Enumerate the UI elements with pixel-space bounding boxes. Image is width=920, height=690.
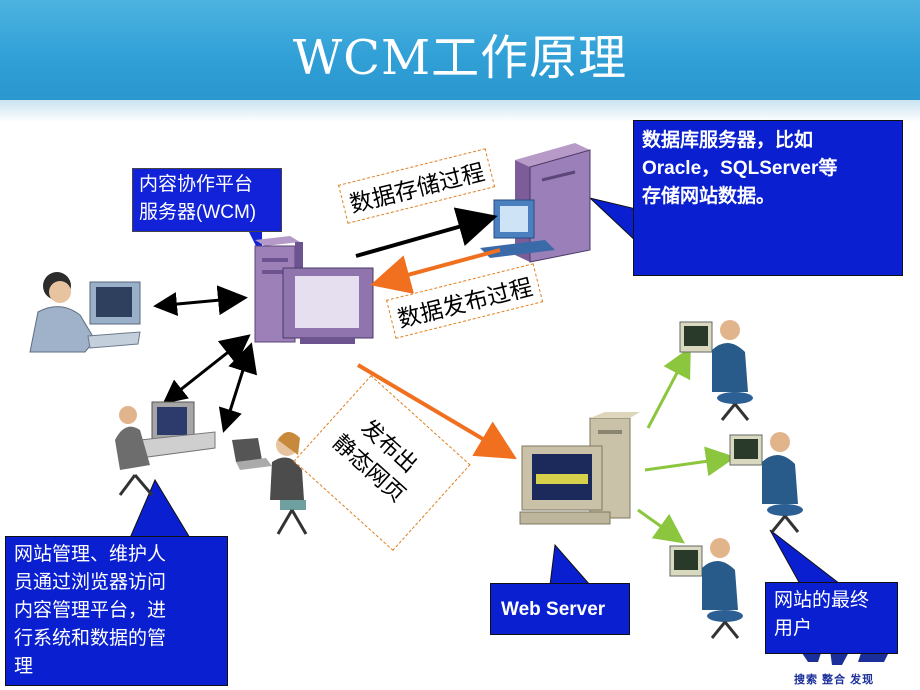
db-server-callout: 数据库服务器，比如 Oracle，SQLServer等 存储网站数据。 bbox=[633, 120, 903, 276]
admin-callout-line-3: 内容管理平台，进 bbox=[14, 600, 167, 621]
users-callout-line-1: 网站的最终 bbox=[774, 590, 870, 611]
admin-callout-tail bbox=[129, 478, 191, 539]
link-enduser-2 bbox=[644, 446, 736, 477]
link-enduser-3 bbox=[637, 508, 685, 544]
end-user-1-icon bbox=[679, 320, 753, 421]
db-callout-line-3: 存储网站数据。 bbox=[642, 186, 776, 207]
link-user1 bbox=[153, 285, 248, 317]
wcm-callout-line-1: 内容协作平台 bbox=[139, 174, 254, 195]
admin-callout-line-2: 员通过浏览器访问 bbox=[14, 572, 167, 593]
header-shadow bbox=[0, 100, 920, 122]
link-user2 bbox=[162, 334, 251, 404]
end-user-3-icon bbox=[669, 538, 743, 639]
web-server-callout: Web Server bbox=[490, 583, 630, 635]
link-user3 bbox=[218, 342, 258, 433]
users-callout-line-2: 用户 bbox=[774, 618, 813, 639]
end-users-callout: 网站的最终 用户 bbox=[765, 582, 898, 654]
wcm-server-icon bbox=[254, 236, 374, 344]
headset-operator-icon bbox=[29, 272, 141, 353]
static-publish-arrow bbox=[356, 363, 517, 460]
laptop-user-icon bbox=[232, 431, 308, 535]
db-callout-line-1: 数据库服务器，比如 bbox=[642, 130, 814, 151]
store-arrow bbox=[355, 207, 498, 258]
admin-callout-line-4: 行系统和数据的管 bbox=[14, 628, 167, 649]
database-server-icon bbox=[480, 143, 591, 263]
wcm-callout-line-2: 服务器(WCM) bbox=[139, 202, 257, 223]
admin-callout-line-5: 理 bbox=[14, 656, 34, 677]
admin-at-desk-icon bbox=[115, 401, 216, 496]
webserver-callout-tail bbox=[549, 543, 592, 586]
wcm-server-callout: 内容协作平台 服务器(WCM) bbox=[132, 168, 282, 232]
end-user-2-icon bbox=[729, 432, 803, 533]
users-callout-tail bbox=[769, 529, 842, 585]
web-server-label: Web Server bbox=[501, 599, 606, 620]
admin-callout-line-1: 网站管理、维护人 bbox=[14, 544, 167, 565]
header-bar bbox=[0, 0, 920, 100]
link-enduser-1 bbox=[646, 346, 691, 429]
admin-callout: 网站管理、维护人 员通过浏览器访问 内容管理平台，进 行系统和数据的管 理 bbox=[5, 536, 228, 686]
logo-subtitle: 搜索 整合 发现 bbox=[794, 674, 875, 686]
page-title: WCM工作原理 bbox=[292, 30, 628, 86]
web-server-icon bbox=[519, 412, 640, 525]
publish-arrow-back bbox=[370, 248, 501, 294]
db-callout-line-2: Oracle，SQLServer等 bbox=[642, 158, 838, 179]
